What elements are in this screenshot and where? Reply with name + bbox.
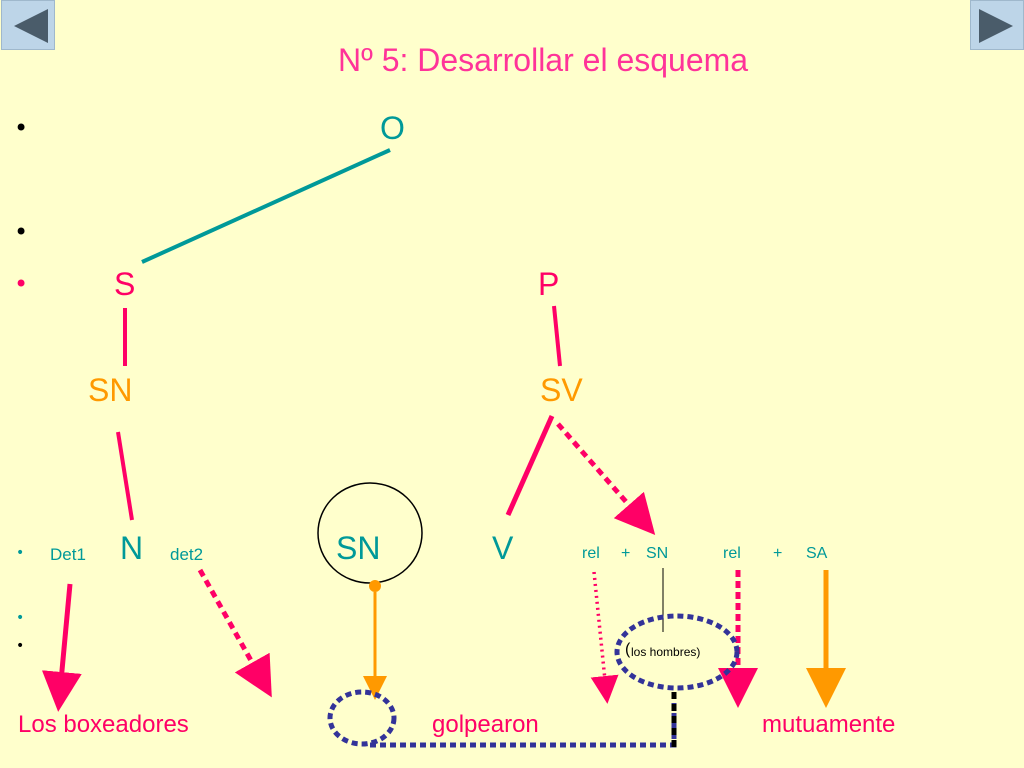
edge-o-to-s [141,148,391,264]
edge-sn-to-n [116,431,134,521]
node-n: N [120,530,144,566]
node-rel-2: rel [723,545,741,562]
word-golpearon: golpearon [432,711,539,738]
bullet-3: • [14,270,29,298]
bullet-6: • [16,638,25,654]
node-sa: SA [806,545,828,562]
node-v: V [492,530,514,566]
edge-sv-to-rel-sn [556,422,656,536]
arrow-det2-dashed [197,568,272,698]
bullet-5: • [16,610,25,626]
bullet-4: • [16,545,25,561]
prev-slide-button[interactable] [1,0,55,50]
node-s: S [114,266,136,302]
bullet-1: • [14,114,29,142]
orange-dot [369,580,381,592]
los-hombres-paren: ( [625,641,631,658]
dotted-ellipse-los-hombres [614,613,740,691]
node-sv: SV [540,372,583,408]
node-rel-1: rel [582,545,600,562]
next-slide-button[interactable] [970,0,1024,50]
edge-p-to-sv [552,305,562,367]
node-p: P [538,266,560,302]
node-o: O [380,110,405,146]
arrow-rel1-dotted [590,571,619,704]
node-plus-2: + [773,545,783,562]
node-det2: det2 [170,545,204,564]
node-sn-circled: SN [336,530,381,566]
dotted-ellipse-subject [327,689,397,747]
node-plus-1: + [621,545,631,562]
edge-sv-to-v [505,414,555,517]
word-mutuamente: mutuamente [762,711,896,738]
arrow-det1-to-los-boxeadores [41,583,82,712]
node-sn-subject: SN [88,372,133,408]
page-title: Nº 5: Desarrollar el esquema [338,42,749,78]
triangle-left-icon [14,9,48,43]
los-hombres-label: los hombres) [631,645,701,659]
node-det1: Det1 [50,545,86,564]
word-los-boxeadores: Los boxeadores [18,711,189,738]
bullet-2: • [14,218,29,246]
triangle-right-icon [979,9,1013,43]
node-sn-small: SN [646,545,669,562]
